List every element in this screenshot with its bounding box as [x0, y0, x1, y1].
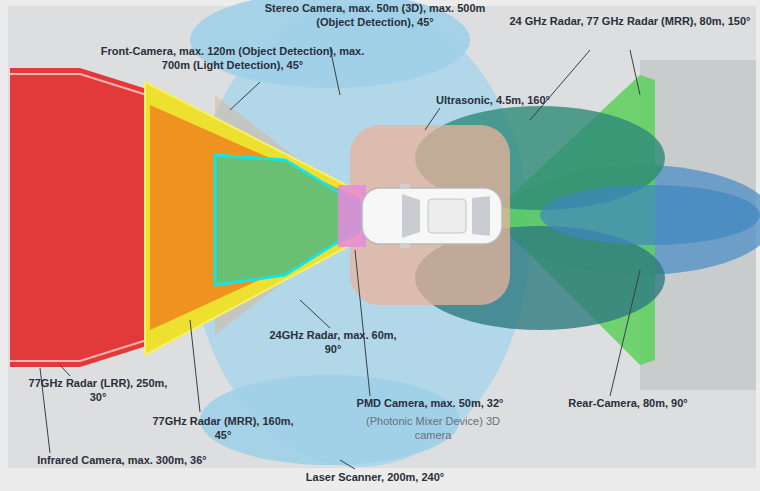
sensor-note: (Photonic Mixer Device) 3D camera [358, 414, 508, 443]
sensor-label: PMD Camera, max. 50m, 32° [330, 396, 530, 410]
sensor-label: 24GHz Radar, max. 60m, 90° [268, 328, 398, 357]
sensor-label: Ultrasonic, 4.5m, 160° [418, 93, 568, 107]
sensor-label: Rear-Camera, 80m, 90° [548, 396, 708, 410]
sensor-label: 77GHz Radar (LRR), 250m, 30° [28, 376, 168, 405]
sensor-label: Infrared Camera, max. 300m, 36° [22, 453, 222, 467]
sensor-label: Laser Scanner, 200m, 240° [265, 470, 485, 484]
sensor-label: 77GHz Radar (MRR), 160m, 45° [148, 414, 298, 443]
leader-lines [40, 48, 640, 469]
car-illustration [362, 184, 502, 248]
sensor-label: Stereo Camera, max. 50m (3D), max. 500m … [250, 1, 500, 30]
sensor-label: Front-Camera, max. 120m (Object Detectio… [90, 44, 375, 73]
sensor-label: 24 GHz Radar, 77 GHz Radar (MRR), 80m, 1… [505, 14, 755, 28]
